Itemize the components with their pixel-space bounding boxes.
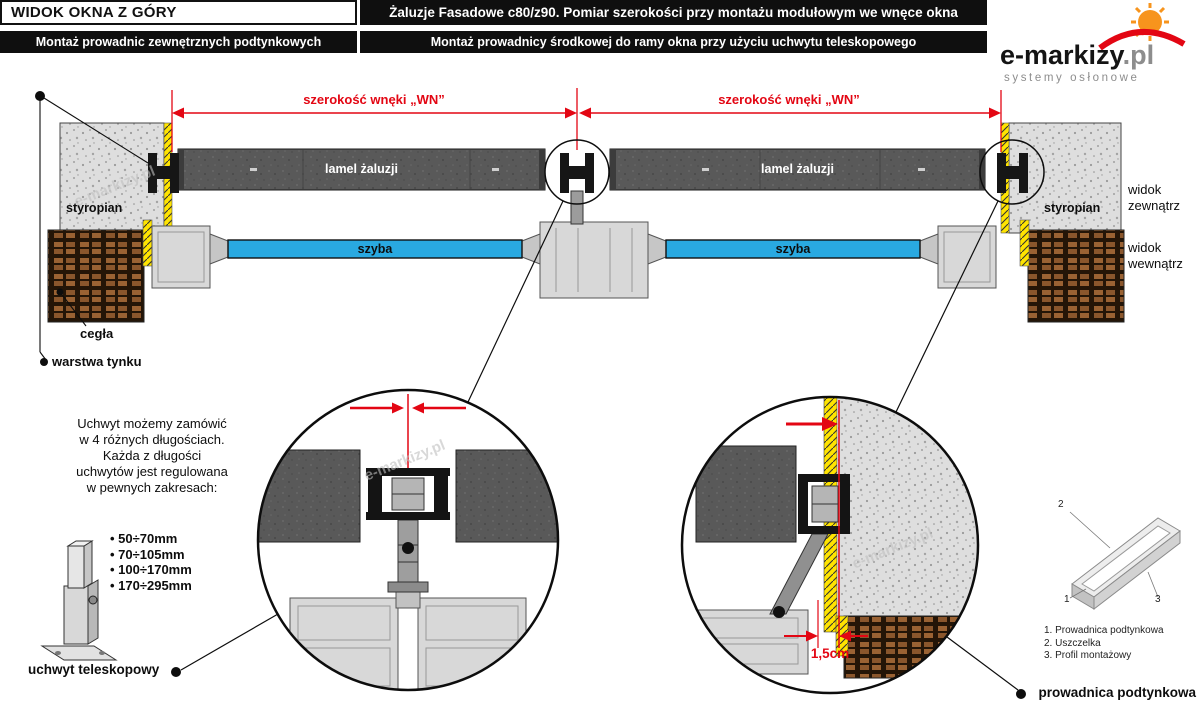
- bracket-sizes-list: • 50÷70mm • 70÷105mm • 100÷170mm • 170÷2…: [110, 531, 192, 593]
- view-inside-line2: wewnątrz: [1128, 256, 1183, 271]
- note-line4: uchwytów jest regulowana: [76, 464, 228, 479]
- view-outside-label: widok zewnątrz: [1128, 182, 1180, 214]
- plaster-label: warstwa tynku: [52, 354, 142, 369]
- page-title: WIDOK OKNA Z GÓRY: [0, 0, 357, 25]
- note-line3: Każda z długości: [102, 448, 202, 463]
- profile-legend: 1. Prowadnica podtynkowa 2. Uszczelka 3.…: [1044, 625, 1164, 663]
- dimension-label-left: szerokość wnęki „WN”: [303, 92, 445, 107]
- left-detail-circle: [256, 388, 560, 692]
- center-guide: [560, 153, 594, 225]
- right-wall: [1000, 122, 1125, 323]
- styrofoam-label-right: styropian: [1044, 201, 1101, 215]
- size-item: • 50÷70mm: [110, 531, 178, 546]
- sun-icon: [1098, 3, 1186, 51]
- left-wall: [47, 122, 173, 323]
- profile-number-2: 2: [1058, 499, 1064, 510]
- telescopic-bracket-label: uchwyt teleskopowy: [28, 662, 160, 677]
- telescopic-bracket-drawing: [40, 540, 118, 661]
- header-caption-right: Montaż prowadnicy środkowej do ramy okna…: [360, 31, 987, 53]
- profile-number-1: 1: [1064, 594, 1070, 605]
- note-line1: Uchwyt możemy zamówić: [77, 416, 227, 431]
- legend-line2: 2. Uszczelka: [1044, 637, 1101, 649]
- bottom-leaders: [171, 613, 1026, 699]
- window-frames: [151, 221, 997, 299]
- size-item: • 170÷295mm: [110, 577, 192, 593]
- profile-3d-drawing: [1069, 511, 1181, 611]
- view-outside-line1: widok: [1128, 182, 1162, 197]
- logo: e-markizy.pl systemy osłonowe: [990, 0, 1200, 92]
- view-outside-line2: zewnątrz: [1128, 198, 1181, 213]
- header-subtitle: Żaluzje Fasadowe c80/z90. Pomiar szeroko…: [360, 0, 987, 25]
- size-item: • 100÷170mm: [110, 562, 192, 577]
- lamella-bars: [177, 148, 986, 191]
- legend-line1: 1. Prowadnica podtynkowa: [1044, 625, 1164, 636]
- gap-dimension-label: 1,5cm: [810, 646, 850, 661]
- logo-domain-text: .pl: [1122, 40, 1155, 70]
- lamella-label-right: lamel żaluzji: [761, 162, 834, 176]
- guide-rail-label: prowadnica podtynkowa: [1038, 685, 1196, 700]
- right-guide: [997, 153, 1028, 193]
- header-caption-left: Montaż prowadnic zewnętrznych podtynkowy…: [0, 31, 357, 53]
- glass-label-left: szyba: [357, 242, 393, 256]
- view-inside-label: widok wewnątrz: [1128, 240, 1183, 272]
- bracket-note: Uchwyt możemy zamówić w 4 różnych długoś…: [64, 416, 240, 496]
- dimension-label-right: szerokość wnęki „WN”: [718, 92, 860, 107]
- callout-circles: [467, 139, 1045, 413]
- logo-tagline: systemy osłonowe: [1004, 72, 1140, 84]
- size-item: • 70÷105mm: [110, 546, 185, 562]
- lamella-label-left: lamel żaluzji: [325, 162, 398, 176]
- legend-line3: 3. Profil montażowy: [1044, 650, 1132, 661]
- note-line5: w pewnych zakresach:: [86, 480, 218, 495]
- styrofoam-label-left: styropian: [66, 201, 123, 215]
- right-detail-circle: [680, 395, 980, 695]
- logo-wordmark: e-markizy.pl: [1000, 40, 1154, 71]
- profile-number-3: 3: [1155, 594, 1161, 605]
- logo-brand-text: e-markizy: [1000, 40, 1123, 70]
- brick-label: cegła: [80, 326, 114, 341]
- left-callouts: [35, 91, 149, 366]
- glass-label-right: szyba: [775, 242, 811, 256]
- glass-panes: [227, 239, 921, 259]
- note-line2: w 4 różnych długościach.: [79, 432, 225, 447]
- left-guide: [148, 153, 179, 193]
- view-inside-line1: widok: [1128, 240, 1162, 255]
